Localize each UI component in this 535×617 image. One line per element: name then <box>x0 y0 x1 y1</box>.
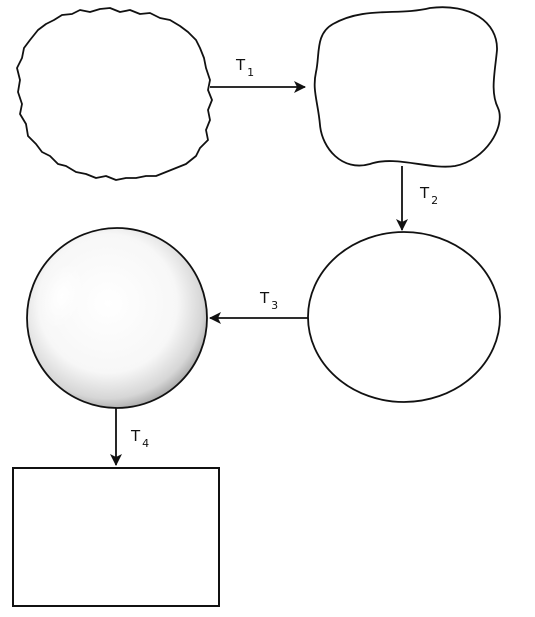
sphere-highlight <box>40 263 84 329</box>
smooth-blob-shape <box>313 6 501 168</box>
ellipse-shape <box>307 231 501 403</box>
rough-blob-shape <box>16 7 213 181</box>
rectangle-shape <box>12 467 220 607</box>
